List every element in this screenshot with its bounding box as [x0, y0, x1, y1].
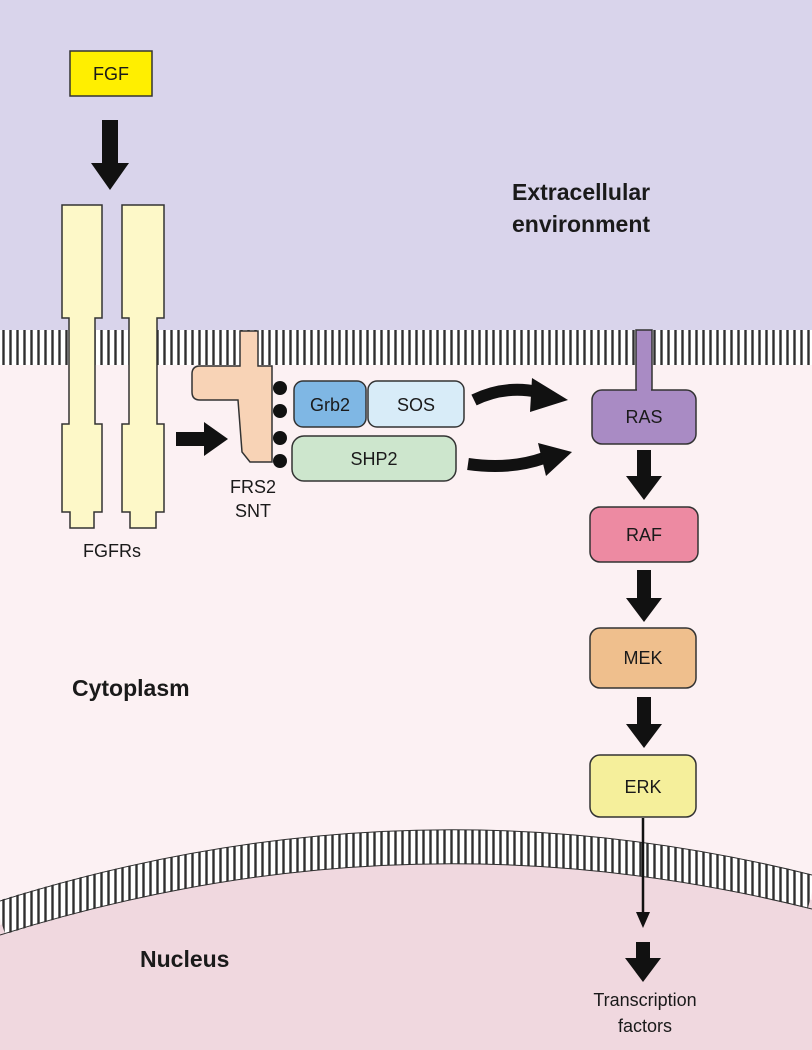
arrow-to-transcription-factors	[625, 942, 661, 982]
phosphotyrosine-1	[273, 381, 287, 395]
ras-anchor-joint	[637, 388, 651, 392]
fgfr-receptor-2	[121, 204, 165, 529]
frs2-label-line-2: SNT	[235, 501, 271, 521]
ras-label: RAS	[625, 407, 662, 427]
sos-node	[367, 380, 465, 428]
arrow-shp2-to-ras-head	[538, 443, 572, 476]
raf-label: RAF	[626, 525, 662, 545]
fgfr-label: FGFRs	[83, 541, 141, 561]
plasma-membrane	[0, 330, 812, 365]
nucleus-label: Nucleus	[140, 946, 229, 972]
erk-node	[589, 754, 697, 818]
shp2-node	[291, 435, 457, 482]
fgfr-receptor-1	[61, 204, 103, 529]
raf-node	[589, 506, 699, 563]
frs2-label-line-1: FRS2	[230, 477, 276, 497]
sos-label: SOS	[397, 395, 435, 415]
mek-node	[589, 627, 697, 689]
nuclear-membrane	[0, 829, 812, 935]
ras-anchor	[635, 329, 653, 393]
extracellular-label-line-1: Extracellular	[512, 179, 650, 205]
arrow-fgf-to-receptor	[91, 120, 129, 190]
arrow-shp2-to-ras	[467, 452, 546, 472]
grb2-node	[293, 380, 367, 428]
arrow-erk-to-nucleus-head	[636, 912, 650, 928]
erk-label: ERK	[624, 777, 661, 797]
arrow-mek-to-erk	[626, 697, 662, 748]
arrow-sos-to-ras-head	[530, 378, 568, 412]
fgf-label: FGF	[93, 64, 129, 84]
transcription-factors-line-1: Transcription	[593, 990, 696, 1010]
frs2-adaptor	[191, 330, 273, 463]
cytoplasm-label: Cytoplasm	[72, 675, 190, 701]
phosphotyrosine-3	[273, 431, 287, 445]
transcription-factors-line-2: factors	[618, 1016, 672, 1036]
extracellular-label-line-2: environment	[512, 211, 650, 237]
fgf-box	[69, 50, 153, 97]
grb2-label: Grb2	[310, 395, 350, 415]
transcription-factors-label: Transcription factors	[593, 990, 696, 1036]
arrow-receptor-to-frs2	[176, 422, 228, 456]
phosphotyrosine-4	[273, 454, 287, 468]
nucleus-region	[0, 858, 812, 1050]
mek-label: MEK	[623, 648, 662, 668]
extracellular-label: Extracellular environment	[512, 179, 650, 237]
nuclear-membrane-outline	[0, 829, 812, 936]
shp2-label: SHP2	[350, 449, 397, 469]
arrow-raf-to-mek	[626, 570, 662, 622]
phosphotyrosine-2	[273, 404, 287, 418]
arrow-ras-to-raf	[626, 450, 662, 500]
